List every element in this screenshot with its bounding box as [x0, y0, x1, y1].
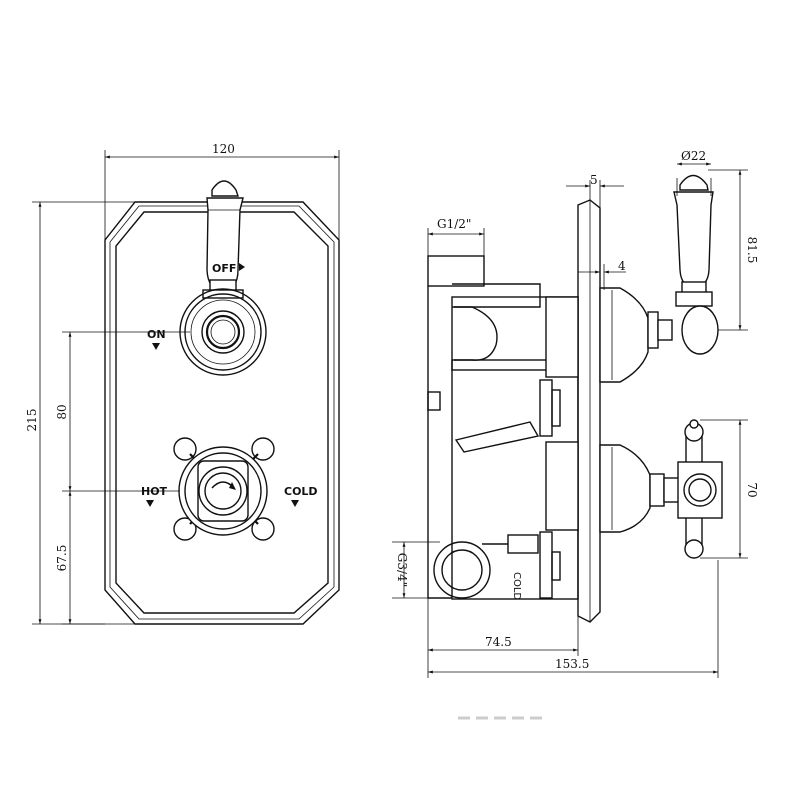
flow-dial-icon [179, 288, 267, 376]
off-label: OFF [212, 262, 236, 275]
height-dimension: 215 [25, 409, 39, 432]
cold-arrow-icon [291, 500, 299, 507]
front-view: OFF ON HOT COLD 120 215 80 67.5 [25, 142, 340, 625]
hot-label: HOT [141, 485, 168, 498]
lower-spacing-dimension: 67.5 [55, 545, 69, 572]
cold-inlet-icon [433, 541, 491, 599]
cold-port-label: COLD [511, 572, 522, 600]
width-dimension: 120 [212, 142, 235, 156]
on-arrow-icon [152, 343, 160, 350]
overall-depth-dimension: 153.5 [555, 657, 589, 671]
wall-plate [577, 199, 601, 623]
inlet-top-dimension: G1/2" [437, 217, 471, 231]
on-label: ON [147, 328, 166, 341]
faceplate-outline [104, 201, 340, 625]
handle-diameter-dimension: Ø22 [681, 149, 706, 163]
upper-spacing-dimension: 80 [55, 404, 69, 419]
lever-handle-icon [202, 180, 244, 299]
plate-thickness-dimension: 5 [590, 173, 598, 187]
cross-handle-icon [173, 437, 275, 541]
hot-arrow-icon [146, 500, 154, 507]
gap-dimension: 4 [618, 259, 626, 273]
side-view: COLD G1/2" [392, 149, 759, 678]
side-cross-handle-icon [677, 419, 723, 559]
off-arrow-icon [239, 263, 245, 271]
lever-height-dimension: 81.5 [745, 237, 759, 264]
body-depth-dimension: 74.5 [485, 635, 512, 649]
cold-label: COLD [284, 485, 318, 498]
side-lever-icon [673, 174, 719, 355]
knob-height-dimension: 70 [745, 482, 759, 497]
inlet-bottom-dimension: G3/4" [395, 553, 409, 587]
